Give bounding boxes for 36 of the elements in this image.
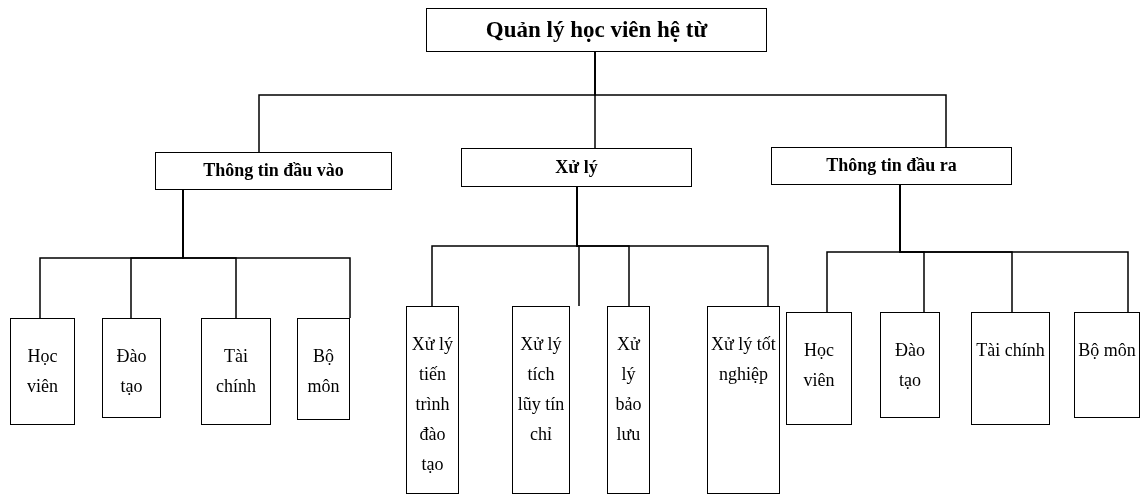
connector-line bbox=[594, 51, 947, 148]
node-box bbox=[297, 318, 350, 420]
node-label: Tài chính bbox=[975, 339, 1046, 362]
node-label: Đào tạo bbox=[115, 345, 148, 398]
node-box bbox=[406, 306, 459, 494]
node-box bbox=[880, 312, 940, 418]
node-label: Học viên bbox=[802, 339, 836, 392]
node-box bbox=[1074, 312, 1140, 418]
connector-line bbox=[182, 189, 351, 319]
node-label: Thông tin đầu vào bbox=[202, 160, 345, 182]
connector-line bbox=[576, 186, 769, 307]
node-label: Xử lý tiến trình đào tạo bbox=[410, 333, 455, 476]
node-label: Bộ môn bbox=[1077, 339, 1137, 362]
node-label: Quản lý học viên hệ từ bbox=[484, 16, 709, 44]
node-label: Xử lý tốt nghiệp bbox=[710, 333, 777, 386]
node-box bbox=[461, 148, 692, 187]
node-label: Xử lý bảo lưu bbox=[614, 333, 643, 446]
node-box bbox=[512, 306, 570, 494]
connector-line bbox=[899, 184, 1129, 313]
node-label: Bộ môn bbox=[306, 345, 341, 398]
node-label: Tài chính bbox=[215, 345, 257, 398]
node-box bbox=[607, 306, 650, 494]
node-box bbox=[707, 306, 780, 494]
node-box bbox=[426, 8, 767, 52]
node-label: Học viên bbox=[26, 345, 59, 398]
node-box bbox=[971, 312, 1050, 425]
node-box bbox=[102, 318, 161, 418]
node-box bbox=[155, 152, 392, 190]
node-label: Xử lý tích lũy tín chỉ bbox=[516, 333, 566, 446]
node-box bbox=[771, 147, 1012, 185]
node-box bbox=[10, 318, 75, 425]
node-box bbox=[201, 318, 271, 425]
node-label: Đào tạo bbox=[894, 339, 926, 392]
node-label: Xử lý bbox=[554, 156, 599, 179]
node-box bbox=[786, 312, 852, 425]
node-label: Thông tin đầu ra bbox=[825, 155, 958, 177]
